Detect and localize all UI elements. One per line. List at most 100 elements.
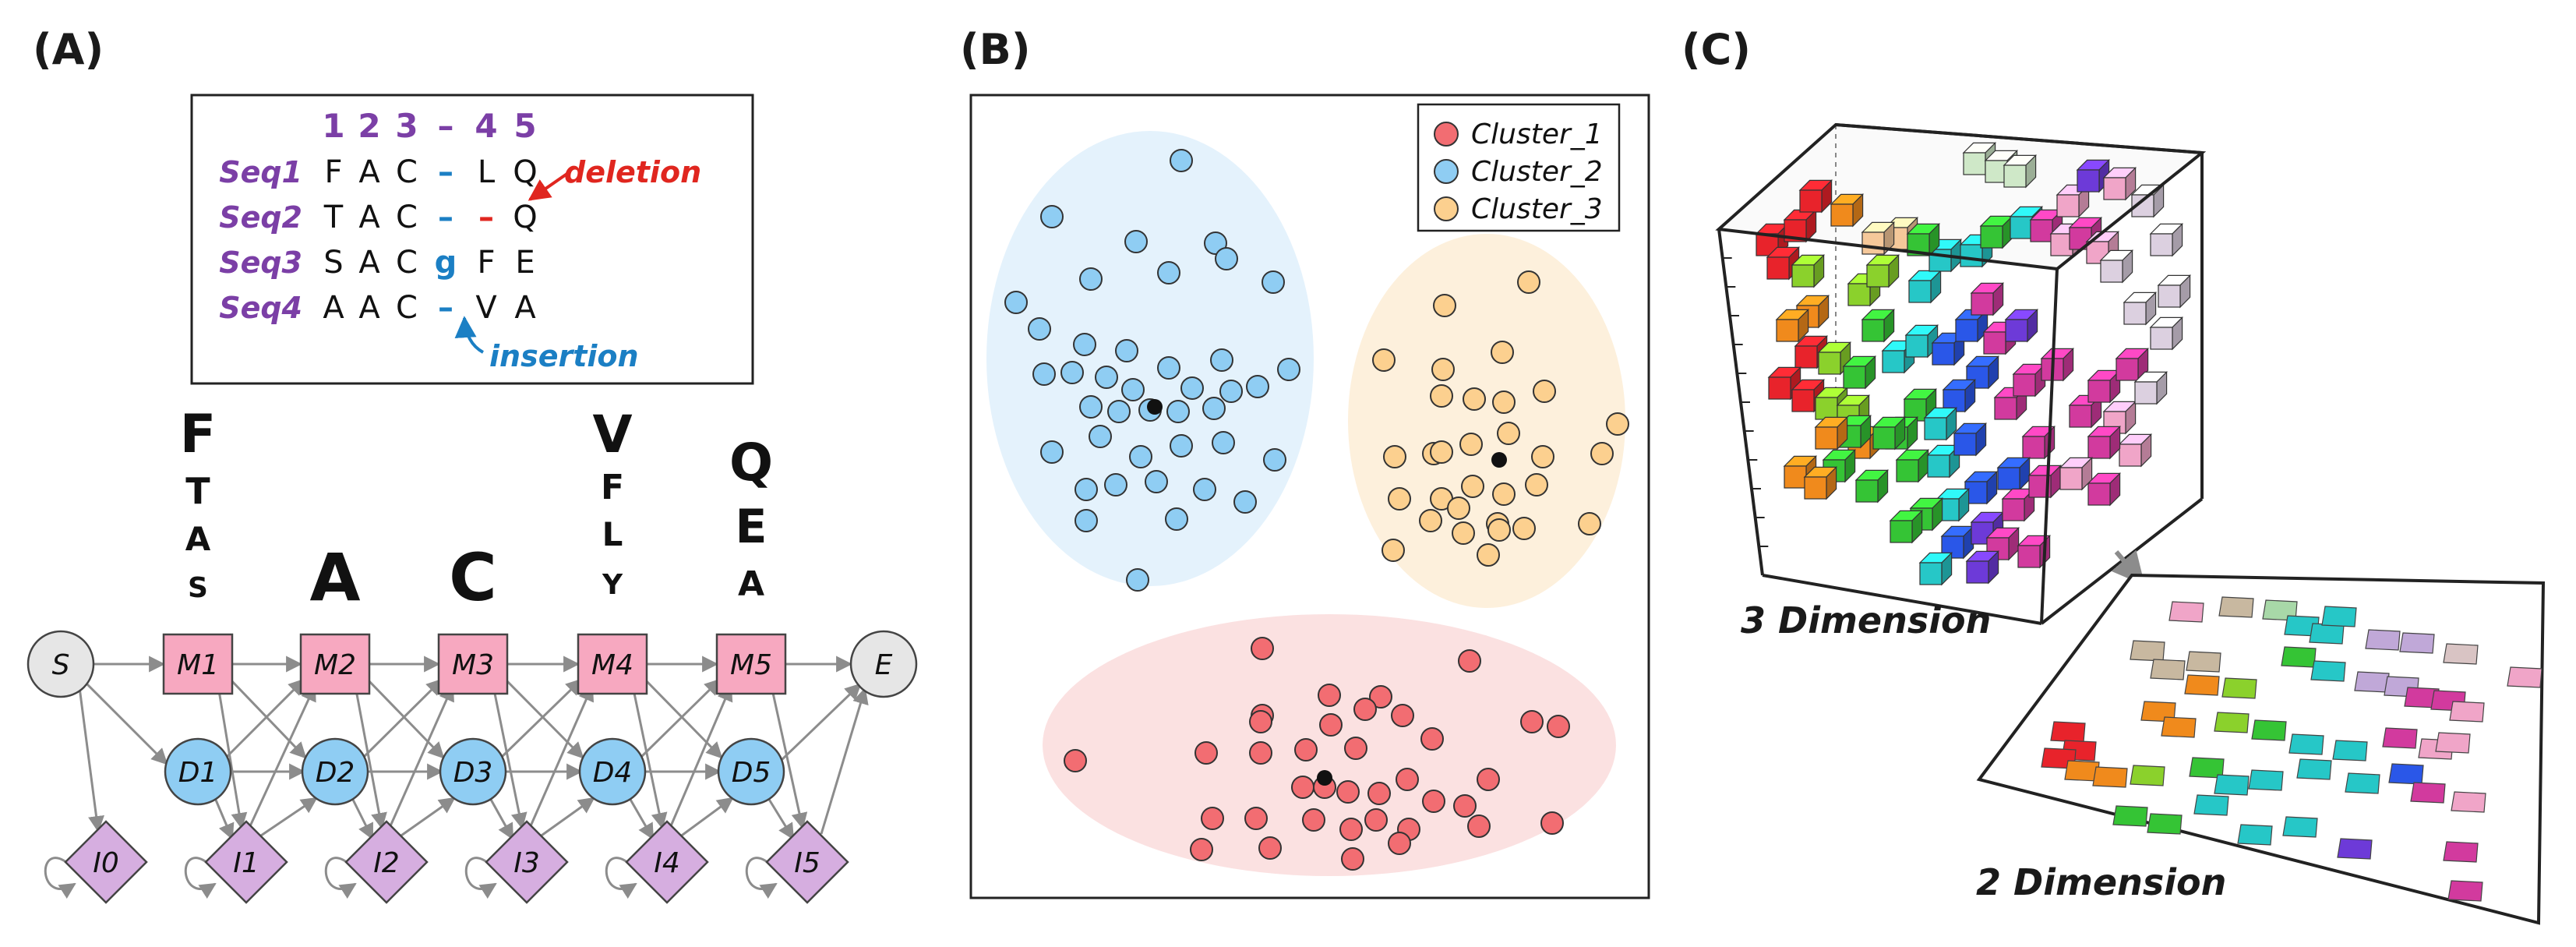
cluster-3-point xyxy=(1512,517,1536,540)
cluster-2-point xyxy=(1075,509,1098,532)
plane-2d-squares xyxy=(2041,596,2542,902)
insert-state-label: I0 xyxy=(93,847,119,879)
logo-letter: A xyxy=(309,539,360,616)
insert-self-loop xyxy=(184,857,217,899)
plane-square xyxy=(2130,640,2165,662)
cube-tick-marks xyxy=(1722,257,1769,547)
cube-block-front xyxy=(2150,327,2173,350)
cluster-3-point xyxy=(1491,341,1514,364)
cube-block-front xyxy=(1861,231,1885,255)
insert-state xyxy=(765,820,849,904)
logo-letter: Y xyxy=(602,569,623,601)
residue: V xyxy=(475,290,497,326)
cube-block-front xyxy=(1791,389,1815,412)
delete-state xyxy=(164,737,232,806)
cube-block-front xyxy=(1919,562,1943,585)
hmm-transition xyxy=(224,678,305,759)
plane-square xyxy=(2332,740,2368,761)
cube-edge-front-right xyxy=(2040,268,2059,624)
insert-state-label: I4 xyxy=(654,847,680,879)
match-state-label: M2 xyxy=(314,649,356,681)
cluster-1-point xyxy=(1291,776,1314,799)
cube-block-front xyxy=(2017,545,2041,568)
cluster-2-point xyxy=(1219,380,1243,403)
cluster-1-point xyxy=(1422,790,1445,813)
legend-label: Cluster_3 xyxy=(1471,193,1603,225)
cube-block-front xyxy=(2115,358,2139,381)
cluster-centroid xyxy=(1317,770,1332,786)
cube-block-front xyxy=(1815,426,1838,450)
cube-block-front xyxy=(2119,443,2142,467)
cluster-2-point xyxy=(1263,448,1286,472)
hmm-transition xyxy=(492,685,528,830)
cube-block-front xyxy=(2013,373,2036,397)
cube-block-front xyxy=(1818,352,1841,375)
cube-block-front xyxy=(1794,345,1818,369)
hmm-transition xyxy=(679,797,734,839)
cube-block-front xyxy=(1927,454,1950,478)
column-number: 5 xyxy=(513,107,536,145)
cube-block-front xyxy=(1896,459,1919,482)
label-3d: 3 Dimension xyxy=(1741,599,1991,641)
hmm-transition xyxy=(669,684,733,829)
hmm-transition xyxy=(489,797,514,840)
insert-state-label: I2 xyxy=(373,847,400,879)
insert-state-label: I1 xyxy=(233,847,259,879)
label-2d: 2 Dimension xyxy=(1976,861,2226,903)
hmm-transition xyxy=(499,678,583,759)
match-state-label: M1 xyxy=(177,649,219,681)
cube-block-front xyxy=(1766,256,1790,280)
column-number: 3 xyxy=(395,107,418,145)
insertion-label: insertion xyxy=(489,339,639,373)
cube-block-front xyxy=(1890,520,1913,543)
hmm-transition xyxy=(528,684,595,829)
hmm-transition xyxy=(538,797,595,839)
plane-square xyxy=(2296,758,2332,780)
delete-state-label: D1 xyxy=(178,757,218,789)
plane-square xyxy=(2221,677,2257,699)
cluster-2-point xyxy=(1180,376,1204,400)
residue: C xyxy=(396,290,418,326)
match-state-label: M4 xyxy=(591,649,633,681)
cluster-1-point xyxy=(1520,710,1544,733)
insert-self-loop xyxy=(44,857,76,899)
plane-square xyxy=(2251,719,2287,741)
cube-block-front xyxy=(2087,380,2111,403)
residue: C xyxy=(396,200,418,235)
cube-block-front xyxy=(1971,292,1994,316)
plane-2d xyxy=(1976,573,2546,925)
cluster-1-point xyxy=(1064,749,1087,772)
cube-block-front xyxy=(2069,405,2092,428)
hmm-transition xyxy=(398,797,456,839)
cluster-3-point xyxy=(1433,294,1456,317)
cluster-1-point xyxy=(1388,832,1411,855)
cube-block-front xyxy=(1963,152,1986,175)
cluster-2-point xyxy=(1193,478,1216,501)
residue: C xyxy=(396,245,418,281)
logo-letter: F xyxy=(601,468,624,507)
plane-square xyxy=(2310,660,2346,682)
hmm-transition xyxy=(770,685,808,830)
cube-block-front xyxy=(2100,260,2123,283)
cube-block-front xyxy=(1955,319,1978,342)
residue: F xyxy=(324,154,342,190)
cluster-2-point xyxy=(1107,400,1131,423)
hmm-transition xyxy=(362,678,443,759)
hmm-transition xyxy=(631,685,668,830)
cube-block-front xyxy=(1776,319,1799,342)
cube-block-front xyxy=(1799,189,1823,213)
hmm-transition xyxy=(78,687,104,833)
cluster-3-point xyxy=(1383,445,1406,468)
cube-block-front xyxy=(2158,284,2181,308)
cluster-3-point xyxy=(1461,475,1484,498)
match-state-label: M5 xyxy=(730,649,772,681)
insert-state xyxy=(204,820,288,904)
cluster-1-point xyxy=(1258,836,1282,860)
cluster-2-point xyxy=(1121,378,1145,401)
